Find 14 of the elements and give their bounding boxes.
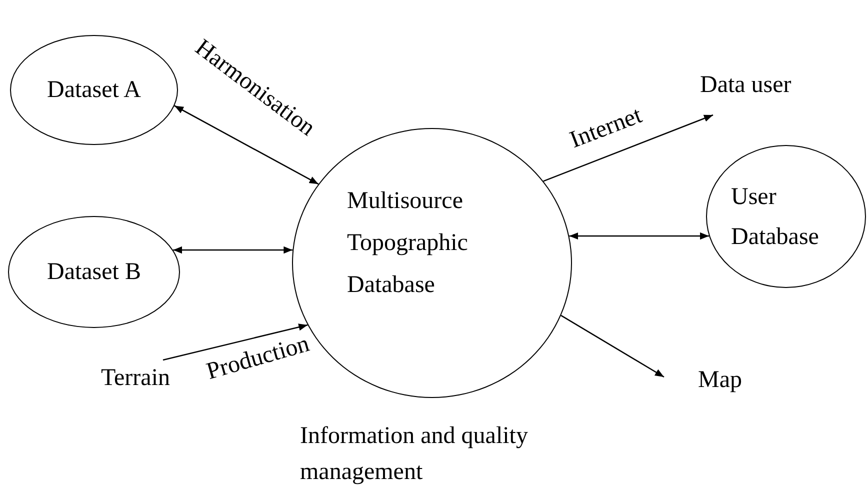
- node-label: Map: [698, 366, 742, 395]
- arrow: [162, 324, 308, 361]
- node-label: Data user: [700, 71, 792, 100]
- arrow: [569, 232, 710, 240]
- node-label: Terrain: [101, 364, 170, 393]
- node-label: Dataset B: [47, 258, 141, 287]
- arrow: [543, 114, 714, 182]
- node-label: User Database: [731, 182, 820, 252]
- arrow: [174, 105, 319, 185]
- note-text: Information and quality management: [300, 422, 529, 487]
- node-label: Multisource Topographic Database: [347, 187, 469, 300]
- node-label: Dataset A: [47, 76, 141, 105]
- arrow: [560, 314, 664, 378]
- arrow: [173, 246, 293, 254]
